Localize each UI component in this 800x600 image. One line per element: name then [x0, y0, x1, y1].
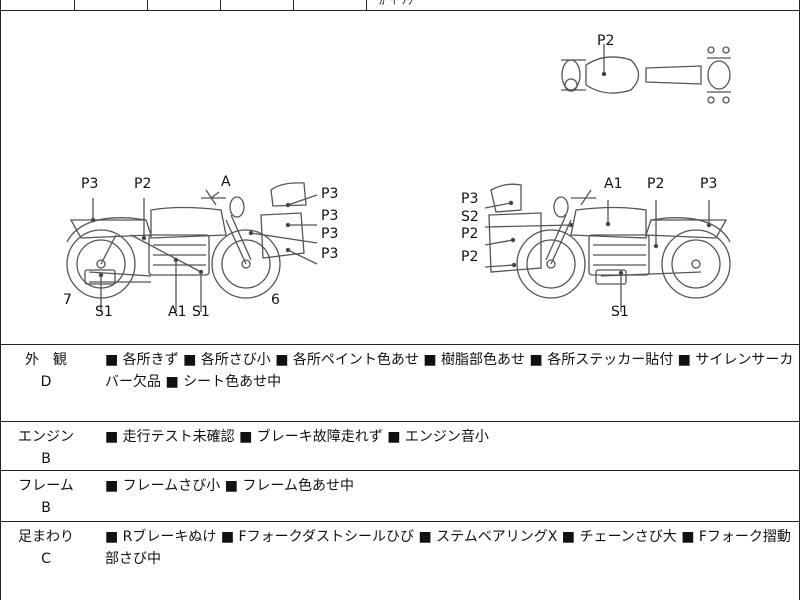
motorcycle-top-view [561, 44, 731, 104]
diagram-label: P2 [647, 176, 665, 192]
diagram-label: P2 [461, 249, 479, 265]
header-text-fragment: ｶﾞｲ ｿｳ [379, 0, 413, 7]
motorcycle-drawings [66, 44, 731, 312]
diagram-label: 7 [63, 292, 72, 308]
condition-category: 足まわり [18, 529, 74, 545]
condition-category: フレーム [18, 478, 74, 494]
diagram-label: P3 [321, 208, 339, 224]
diagram-label: S2 [461, 209, 479, 225]
diagram-label: P3 [81, 176, 99, 192]
motorcycle-left-view [66, 182, 318, 312]
diagram-label: P3 [461, 191, 479, 207]
diagram-label: P3 [321, 226, 339, 242]
diagram-label: P2 [461, 226, 479, 242]
diagram-label: 6 [271, 292, 280, 308]
header-row-fragment: ｶﾞｲ ｿｳ [1, 0, 799, 11]
diagram-label: A1 [168, 304, 187, 320]
condition-grade: C [41, 551, 51, 567]
condition-row-frame: フレーム B ■ フレームさび小 ■ フレーム色あせ中 [1, 471, 799, 522]
condition-category: エンジン [18, 429, 74, 445]
motorcycle-right-view [484, 183, 731, 312]
diagram-label: A [221, 174, 231, 190]
diagram-label: P2 [134, 176, 152, 192]
condition-row-engine: エンジン B ■ 走行テスト未確認 ■ ブレーキ故障走れず ■ エンジン音小 [1, 422, 799, 471]
diagram-label: P2 [597, 33, 615, 49]
diagram-label: S1 [192, 304, 210, 320]
condition-grade: B [41, 451, 51, 467]
diagram-label: S1 [611, 304, 629, 320]
condition-remarks: ■ フレームさび小 ■ フレーム色あせ中 [105, 478, 354, 494]
diagram-label: P3 [321, 246, 339, 262]
condition-category: 外 観 [25, 352, 67, 368]
header-cell [1, 0, 75, 10]
condition-grade: D [40, 374, 52, 390]
header-cell [220, 0, 294, 10]
condition-remarks: ■ Rブレーキぬけ ■ Fフォークダストシールひび ■ ステムベアリングX ■ … [105, 529, 791, 567]
diagram-label: P3 [321, 186, 339, 202]
condition-grade: B [41, 500, 51, 516]
condition-remarks: ■ 各所きず ■ 各所さび小 ■ 各所ペイント色あせ ■ 樹脂部色あせ ■ 各所… [105, 352, 794, 390]
diagram-label: S1 [95, 304, 113, 320]
damage-diagram: P2 P3 P2 A P3 P3 P3 P3 7 S1 A1 S1 6 P3 A… [1, 10, 799, 345]
header-cell [74, 0, 148, 10]
header-cell [293, 0, 367, 10]
condition-row-exterior: 外 観 D ■ 各所きず ■ 各所さび小 ■ 各所ペイント色あせ ■ 樹脂部色あ… [1, 345, 799, 422]
diagram-label: A1 [604, 176, 623, 192]
header-cell [147, 0, 221, 10]
condition-row-suspension: 足まわり C ■ Rブレーキぬけ ■ Fフォークダストシールひび ■ ステムベア… [1, 522, 799, 600]
diagram-label: P3 [700, 176, 718, 192]
condition-remarks: ■ 走行テスト未確認 ■ ブレーキ故障走れず ■ エンジン音小 [105, 429, 489, 445]
